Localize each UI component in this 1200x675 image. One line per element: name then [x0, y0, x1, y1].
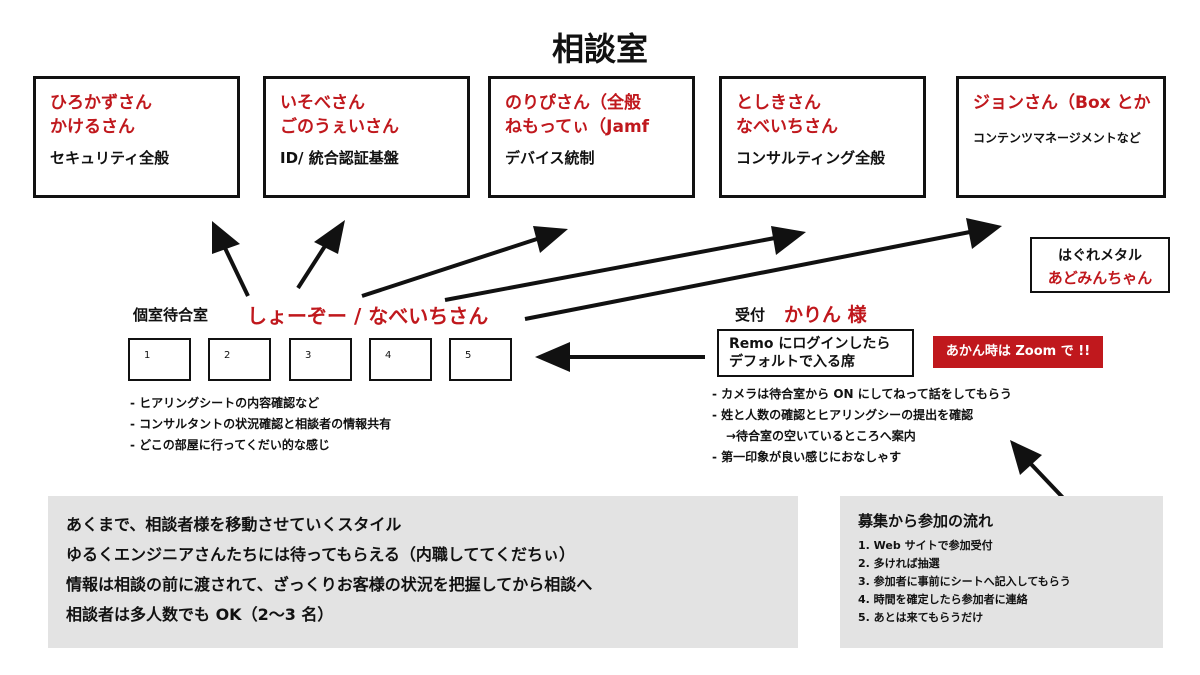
- room-topic: ID/ 統合認証基盤: [280, 149, 399, 167]
- room-device: のりぴさん（全般 ねもってぃ（Jamf デバイス統制: [488, 76, 695, 198]
- remo-default-seat: Remo にログインしたら デフォルトで入る席: [717, 329, 914, 377]
- note-item: - どこの部屋に行ってくだい的な感じ: [130, 438, 330, 452]
- waiting-room-host: しょーぞー / なべいちさん: [247, 304, 489, 328]
- arrow-to-room-5: [524, 230, 971, 321]
- flow-item: 2. 多ければ抽選: [858, 557, 940, 570]
- room-staff: のりぴさん（全般 ねもってぃ（Jamf: [505, 93, 650, 137]
- hagure-label: はぐれメタル: [1058, 248, 1142, 264]
- room-topic: セキュリティ全般: [50, 149, 170, 167]
- room-topic: デバイス統制: [505, 149, 595, 167]
- summary-box: あくまで、相談者様を移動させていくスタイル ゆるくエンジニアさんたちには待っても…: [48, 496, 798, 648]
- room-consulting: としきさん なべいちさん コンサルティング全般: [719, 76, 926, 198]
- remo-line: Remo にログインしたら: [729, 336, 891, 352]
- reception-label: 受付: [735, 306, 766, 324]
- room-staff: ひろかずさん かけるさん: [50, 93, 152, 137]
- summary-line: 情報は相談の前に渡されて、ざっくりお客様の状況を把握してから相談へ: [66, 575, 593, 594]
- waiting-seat: 3: [289, 338, 352, 381]
- arrow-to-room-3: [361, 236, 541, 298]
- waiting-seat: 4: [369, 338, 432, 381]
- room-content: ジョンさん（Box とか コンテンツマネージメントなど: [956, 76, 1166, 198]
- flow-item: 5. あとは来てもらうだけ: [858, 611, 984, 624]
- room-id: いそべさん ごのうぇいさん ID/ 統合認証基盤: [263, 76, 470, 198]
- flow-item: 3. 参加者に事前にシートへ記入してもらう: [858, 575, 1071, 588]
- note-item: →待合室の空いているところへ案内: [726, 429, 916, 443]
- page-title: 相談室: [551, 30, 648, 68]
- room-staff: ジョンさん（Box とか: [973, 93, 1151, 113]
- arrow-flow-to-reception-head: [1010, 440, 1042, 475]
- note-item: - 第一印象が良い感じにおなしゃす: [712, 450, 902, 464]
- summary-line: 相談者は多人数でも OK（2～3 名）: [66, 605, 334, 624]
- note-item: - コンサルタントの状況確認と相談者の情報共有: [130, 417, 392, 431]
- summary-line: ゆるくエンジニアさんたちには待ってもらえる（内職しててくだちぃ）: [66, 545, 575, 564]
- arrow-to-room-2: [296, 244, 327, 290]
- remo-line: デフォルトで入る席: [729, 354, 855, 370]
- arrow-to-room-4: [444, 236, 776, 302]
- arrow-to-room-1: [223, 247, 250, 297]
- waiting-notes: - ヒアリングシートの内容確認など - コンサルタントの状況確認と相談者の情報共…: [130, 393, 391, 456]
- arrow-to-room-3-head: [533, 226, 568, 253]
- room-topic: コンテンツマネージメントなど: [973, 131, 1141, 145]
- participation-flow-box: 募集から参加の流れ 1. Web サイトで参加受付 2. 多ければ抽選 3. 参…: [840, 496, 1163, 648]
- arrow-to-room-1-head: [212, 221, 240, 254]
- flow-title: 募集から参加の流れ: [858, 512, 994, 530]
- note-item: - 姓と人数の確認とヒアリングシーの提出を確認: [712, 408, 974, 422]
- flow-item: 1. Web サイトで参加受付: [858, 539, 993, 552]
- hagure-metal-box: はぐれメタル あどみんちゃん: [1030, 237, 1170, 293]
- room-staff: としきさん なべいちさん: [736, 93, 838, 137]
- room-security: ひろかずさん かけるさん セキュリティ全般: [33, 76, 240, 198]
- reception-notes: - カメラは待合室から ON にしてねって話をしてもらう - 姓と人数の確認とヒ…: [712, 384, 1012, 468]
- summary-line: あくまで、相談者様を移動させていくスタイル: [66, 515, 402, 534]
- waiting-seat: 5: [449, 338, 512, 381]
- room-topic: コンサルティング全般: [736, 149, 886, 167]
- arrow-to-room-5-head: [966, 218, 1002, 249]
- arrow-reception-to-waiting-head: [535, 342, 570, 372]
- reception-host: かりん 様: [784, 304, 867, 326]
- note-item: - カメラは待合室から ON にしてねって話をしてもらう: [712, 387, 1012, 401]
- waiting-seat: 1: [128, 338, 191, 381]
- zoom-badge: あかん時は Zoom で !!: [933, 336, 1103, 368]
- arrow-to-room-4-head: [771, 226, 806, 255]
- hagure-staff: あどみんちゃん: [1047, 269, 1153, 287]
- waiting-room-label: 個室待合室: [133, 306, 209, 324]
- note-item: - ヒアリングシートの内容確認など: [130, 396, 320, 410]
- room-staff: いそべさん ごのうぇいさん: [280, 93, 399, 137]
- arrow-to-room-2-head: [314, 220, 345, 254]
- waiting-seat: 2: [208, 338, 271, 381]
- flow-item: 4. 時間を確定したら参加者に連絡: [858, 593, 1028, 606]
